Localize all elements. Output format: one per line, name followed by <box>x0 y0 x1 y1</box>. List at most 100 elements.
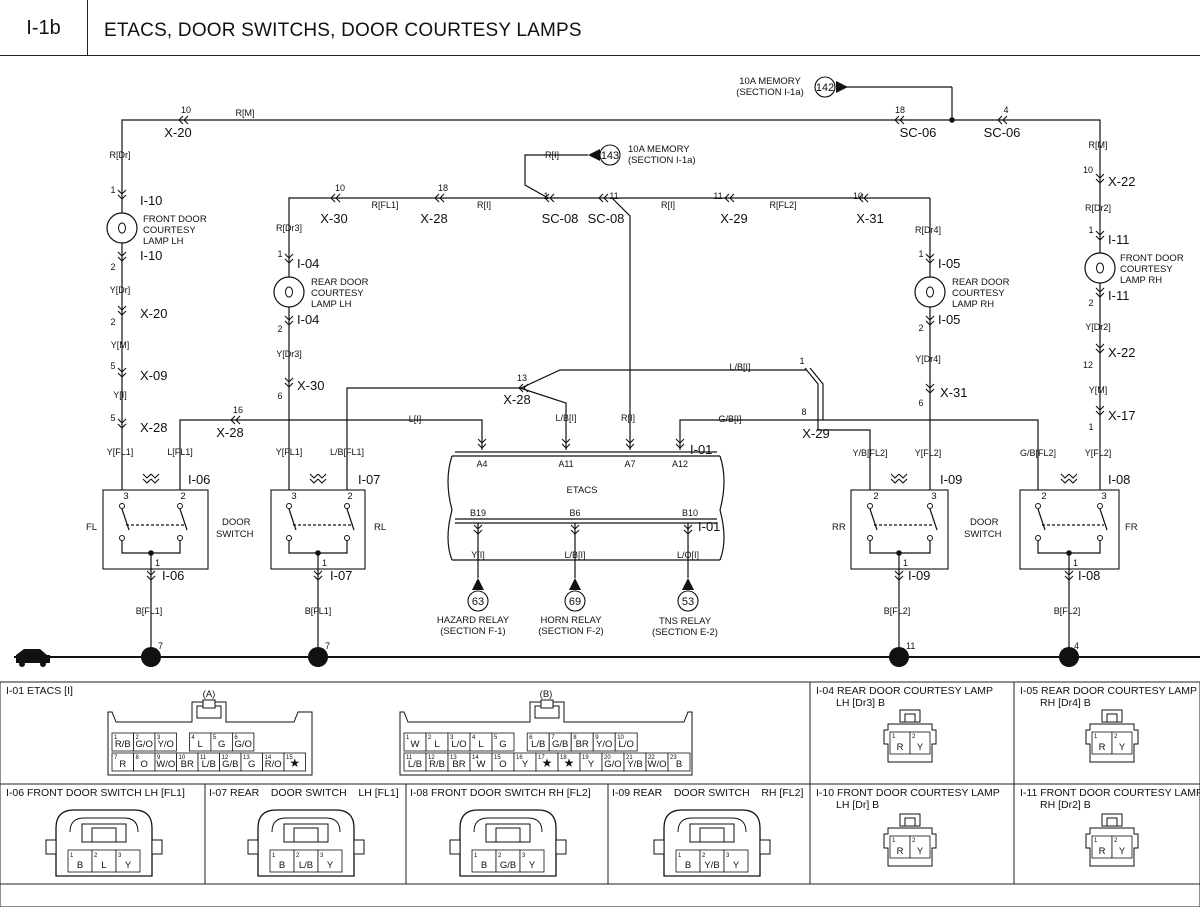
pin-number: 1 <box>474 853 478 859</box>
svg-text:I-11 FRONT DOOR COURTESY LAMP: I-11 FRONT DOOR COURTESY LAMP <box>1020 787 1200 799</box>
svg-text:L/B[I]: L/B[I] <box>555 413 576 423</box>
etacs-label: ETACS <box>567 485 598 496</box>
ref-69: 69 <box>569 596 581 608</box>
svg-text:B6: B6 <box>569 508 580 518</box>
svg-text:3: 3 <box>291 491 296 502</box>
pin-number: 10 <box>617 735 624 741</box>
car-ground-icon <box>16 649 50 663</box>
pin-number: 8 <box>136 755 140 761</box>
wire-color: Y <box>733 860 740 871</box>
connector-cell: 8O <box>133 752 156 772</box>
wire-color: B <box>77 860 83 871</box>
section-code: I-1b <box>0 0 88 56</box>
svg-text:COURTESY: COURTESY <box>1120 264 1173 275</box>
svg-text:COURTESY: COURTESY <box>311 288 364 299</box>
connector-cell: 14W <box>469 752 493 772</box>
svg-text:I-10: I-10 <box>140 248 162 263</box>
wire-color: ★ <box>542 756 553 770</box>
svg-text:I-11: I-11 <box>1108 232 1129 247</box>
connector-cell: 18★ <box>557 752 581 772</box>
wire-color: G <box>218 739 225 750</box>
connector-cell: 14R/O <box>262 752 285 772</box>
wire-color: ★ <box>564 756 575 770</box>
wire-color: Y <box>522 759 529 770</box>
svg-text:1: 1 <box>903 558 908 568</box>
pin-number: 10 <box>179 755 186 761</box>
svg-text:X-29: X-29 <box>802 426 829 441</box>
wire-color: L <box>478 739 483 750</box>
svg-text:DOOR: DOOR <box>222 517 251 528</box>
pin-number: 1 <box>406 735 410 741</box>
pin-number: 9 <box>595 735 599 741</box>
connector-cell: 11L/B <box>197 752 220 772</box>
svg-text:L/B[I]: L/B[I] <box>564 550 585 560</box>
wire-color: O <box>141 759 148 770</box>
svg-text:(A): (A) <box>203 689 216 700</box>
svg-text:TNS RELAY: TNS RELAY <box>659 616 712 627</box>
wire-color: Y <box>1119 846 1126 857</box>
pin-number: 4 <box>472 735 476 741</box>
svg-text:1: 1 <box>1073 558 1078 568</box>
svg-text:Y[FL2]: Y[FL2] <box>915 448 942 458</box>
svg-text:X-22: X-22 <box>1108 345 1135 360</box>
connector-cell: 15★ <box>283 752 306 772</box>
svg-text:2: 2 <box>110 317 115 327</box>
wire-color: L/B <box>299 860 313 871</box>
pin-number: 15 <box>494 755 501 761</box>
svg-text:(SECTION I-1a): (SECTION I-1a) <box>628 155 696 166</box>
connector-cell: 12G/B <box>219 752 242 772</box>
svg-text:X-28: X-28 <box>503 392 530 407</box>
svg-text:R[Dr3]: R[Dr3] <box>276 223 302 233</box>
pin-number: 2 <box>912 838 916 844</box>
pin-number: 17 <box>538 755 545 761</box>
wire-color: O <box>499 759 506 770</box>
svg-text:G/B[I]: G/B[I] <box>718 414 741 424</box>
wire-color: Y/B <box>627 759 642 770</box>
wire-color: R <box>897 742 904 753</box>
wire-color: B <box>481 860 487 871</box>
wire-color: W/O <box>648 759 667 770</box>
svg-text:B[FL2]: B[FL2] <box>1054 606 1081 616</box>
wire-color: L <box>198 739 203 750</box>
wire-color: Y <box>529 860 536 871</box>
pin-number: 1 <box>678 853 682 859</box>
svg-text:R[M]: R[M] <box>236 108 255 118</box>
wire-color: L <box>434 739 439 750</box>
pin-number: 23 <box>670 755 677 761</box>
front-door-rh-circuit: R[M] 10 X-22 R[Dr2] 1 I-11 FRONT DOOR CO… <box>1020 140 1184 490</box>
pin-number: 2 <box>136 735 140 741</box>
svg-text:L/B[FL1]: L/B[FL1] <box>330 447 364 457</box>
wire-color: Y <box>327 860 334 871</box>
wire-color: ★ <box>289 756 300 770</box>
svg-text:LH [Dr3] B: LH [Dr3] B <box>836 697 885 709</box>
pin-number: 2 <box>498 853 502 859</box>
svg-text:RH [Dr2] B: RH [Dr2] B <box>1040 799 1091 811</box>
svg-text:(SECTION E-2): (SECTION E-2) <box>652 627 718 638</box>
svg-text:2: 2 <box>1088 298 1093 308</box>
svg-text:I-11: I-11 <box>1108 288 1129 303</box>
svg-text:(SECTION F-1): (SECTION F-1) <box>440 626 505 637</box>
pin-number: 2 <box>428 735 432 741</box>
pin-number: 1 <box>272 853 276 859</box>
pin-number: 7 <box>114 755 118 761</box>
wire-color: R <box>119 759 126 770</box>
svg-text:Y/B[FL2]: Y/B[FL2] <box>852 448 887 458</box>
pin-number: 11 <box>200 755 207 761</box>
svg-text:Y[I]: Y[I] <box>471 550 485 560</box>
svg-text:4: 4 <box>1003 105 1008 115</box>
svg-text:I-06 FRONT DOOR SWITCH LH [FL1: I-06 FRONT DOOR SWITCH LH [FL1] <box>6 787 185 799</box>
svg-text:I-06: I-06 <box>162 568 184 583</box>
svg-text:FRONT DOOR: FRONT DOOR <box>143 214 207 225</box>
ref-142: 142 <box>816 82 834 94</box>
svg-text:LAMP LH: LAMP LH <box>311 299 352 310</box>
pin-number: 3 <box>450 735 454 741</box>
svg-text:7: 7 <box>325 641 330 651</box>
connector-cell: 19Y <box>579 752 603 772</box>
svg-text:11: 11 <box>713 191 722 201</box>
connector-cell: 3L/O <box>447 732 471 752</box>
svg-text:LAMP RH: LAMP RH <box>952 299 994 310</box>
svg-text:X-28: X-28 <box>420 211 447 226</box>
connector-panels: I-01 ETACS [I] (A) (B) 1R/B2G/O3Y/O4L5G6… <box>0 681 1200 907</box>
